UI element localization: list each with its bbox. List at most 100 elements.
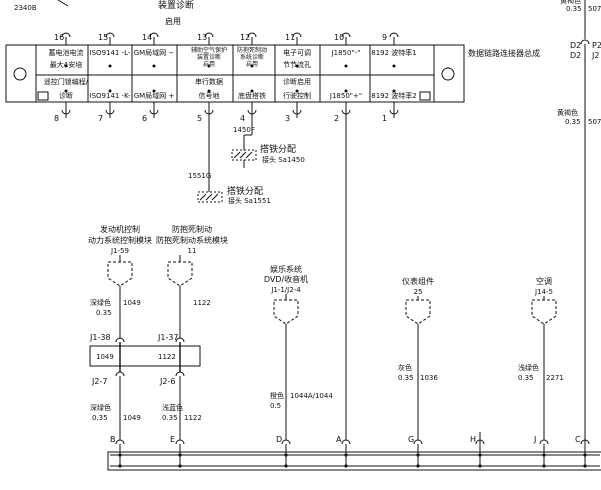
dlc-bottom-pin-label: GM局域网 + (134, 91, 175, 100)
module-radio-line2: DVD/收音机 (264, 274, 308, 284)
dlc-bottom-pin-7: ISO9141 -K-7 (90, 89, 131, 123)
tr-pin-arc (580, 39, 590, 45)
w2-bot-size: 0.35 (162, 414, 178, 422)
dlc-bottom-pin-6: GM局域网 + 6 (134, 89, 175, 123)
module-radio: 娱乐系统 DVD/收音机 J1-1/J2-4 (264, 264, 308, 325)
dlc-top-pin-num: 11 (285, 33, 295, 42)
w3-size: 0.5 (270, 402, 281, 410)
w1-bot-size: 0.35 (92, 414, 108, 422)
dlc-top-pin-num: 14 (142, 33, 152, 42)
dlc-bottom-pin-label: 8192 波特率2 (371, 91, 417, 100)
bus-pin-J: J (533, 435, 549, 468)
top-label-1: 装置诊断 (158, 0, 194, 11)
bus-pin-letter: A (336, 435, 342, 444)
dlc-title: 数据链路连接器总成 (468, 48, 540, 58)
rm-wire-size: 0.35 (565, 118, 581, 126)
rm-wire-color: 黄褐色 (557, 108, 578, 117)
dlc-top-pin-11: 11电子可调节节流孔 (283, 32, 311, 69)
w2-top-num: 1122 (193, 299, 211, 307)
bus-pin-letter: H (470, 435, 476, 444)
inline-box (89, 345, 201, 367)
tr-pin-d2b: D2 (570, 51, 581, 60)
module-pcm-line2: 动力系统控制模块 (88, 235, 152, 245)
module-abs-shape (167, 261, 193, 287)
dlc-bottom-pin-label: 遥控门锁编程/ (44, 77, 89, 86)
dlc-bottom-pin-label: J1850"+" (329, 92, 362, 100)
module-abs-line2: 防抱死制动系统模块 (156, 235, 228, 245)
ground-2-sub: 接头 Sa1551 (228, 196, 271, 205)
dlc-top-pin-num: 10 (334, 33, 344, 42)
top-wire-code: 2340B (14, 4, 37, 12)
ground-1: 1450F 搭铁分配 接头 Sa1450 (231, 118, 305, 168)
bus-pin-letter: B (110, 435, 116, 444)
dlc-bottom-pin-2: J1850"+" 2 (329, 89, 362, 123)
bus-pin-letter: E (170, 435, 175, 444)
bus-pin-B: B (110, 435, 125, 468)
dlc-mount-hole-left (13, 67, 27, 81)
module-cluster-shape (405, 299, 431, 325)
bus-pin-H: H (470, 432, 485, 468)
w2-bot-color: 浅蓝色 (162, 403, 183, 412)
bus-pin-A: A (336, 435, 351, 468)
dlc-bottom-pin-num: 2 (334, 114, 339, 123)
module-pcm: 发动机控制 动力系统控制模块 J1-59 (88, 224, 152, 287)
dlc-top-pin-num: 15 (98, 33, 108, 42)
dlc-bottom-pin-label: 串行数据 (195, 77, 223, 86)
top-wire-stub (57, 0, 69, 7)
dlc-bottom-pin-num: 8 (54, 114, 59, 123)
dlc-top-pin-label: 系统诊断 (240, 53, 264, 61)
ground-2-title: 搭铁分配 (227, 185, 263, 197)
dlc-top-pin-13: 13辅助空气保护装置诊断启用 (191, 32, 227, 68)
dlc-top-pin-label: 电子可调 (283, 48, 311, 57)
dlc-bottom-pin-label: 行驶控制 (283, 91, 311, 100)
module-hvac: 空调 J14-5 (531, 276, 557, 325)
tr-wire-size: 0.35 (566, 5, 582, 13)
w4-num: 1036 (420, 374, 438, 382)
ground-2-box (197, 191, 223, 203)
dlc-top-pin-num: 13 (197, 33, 207, 42)
dlc-bottom-pin-label: 底盘搭铁 (238, 91, 266, 100)
dlc-bottom-pin-num: 4 (240, 114, 245, 123)
inline-j1-38: J1-38 (89, 333, 111, 342)
module-pcm-line1: 发动机控制 (100, 224, 140, 234)
ground-1-title: 搭铁分配 (260, 143, 296, 155)
w4-size: 0.35 (398, 374, 414, 382)
bus-pin-letter: D (276, 435, 282, 444)
dlc-top-pin-num: 16 (54, 33, 64, 42)
dlc-bottom-pin-num: 6 (142, 114, 147, 123)
bus-pin-D: D (276, 435, 291, 468)
module-pcm-shape (107, 261, 133, 287)
dlc-bottom-pin-num: 3 (285, 114, 290, 123)
w1-top-color: 深绿色 (90, 298, 111, 307)
dlc-top-pin-num: 12 (240, 33, 250, 42)
inline-connector: J1-38 J1-37 1049 1122 J2-7 J2-6 (89, 333, 201, 386)
tr-wire-num: 507 (588, 5, 601, 13)
bus-pin-letter: C (575, 435, 581, 444)
w5-num: 2271 (546, 374, 564, 382)
module-abs-line1: 防抱死制动 (172, 224, 212, 234)
module-cluster-line1: 仪表组件 (402, 276, 434, 286)
module-abs: 防抱死制动 防抱死制动系统模块 11 (156, 224, 228, 287)
tr-pin-d2a: D2 (570, 41, 581, 50)
bus-pin-letter: G (408, 435, 414, 444)
w5-size: 0.35 (518, 374, 534, 382)
dlc-latch-right (419, 91, 431, 101)
ground-2: 1551G 搭铁分配 接头 Sa1551 (188, 118, 271, 205)
w1-top-num: 1049 (123, 299, 141, 307)
inline-j2-7: J2-7 (91, 377, 107, 386)
top-label-2: 启用 (165, 16, 181, 26)
dlc-top-pin-label: 蓄电池电流 (49, 48, 84, 57)
dlc-top-pin-16: 16蓄电池电流最大4安培 (49, 32, 84, 69)
dlc-top-pin-label: GM局域网 − (134, 48, 175, 57)
dlc-top-pin-label: 防抱死制动 (237, 46, 267, 54)
module-abs-conn: 11 (188, 247, 197, 255)
bus-pin-G: G (408, 435, 423, 468)
tr-wire-color: 黄褐色 (560, 0, 581, 5)
inline-j2-6: J2-6 (159, 377, 175, 386)
